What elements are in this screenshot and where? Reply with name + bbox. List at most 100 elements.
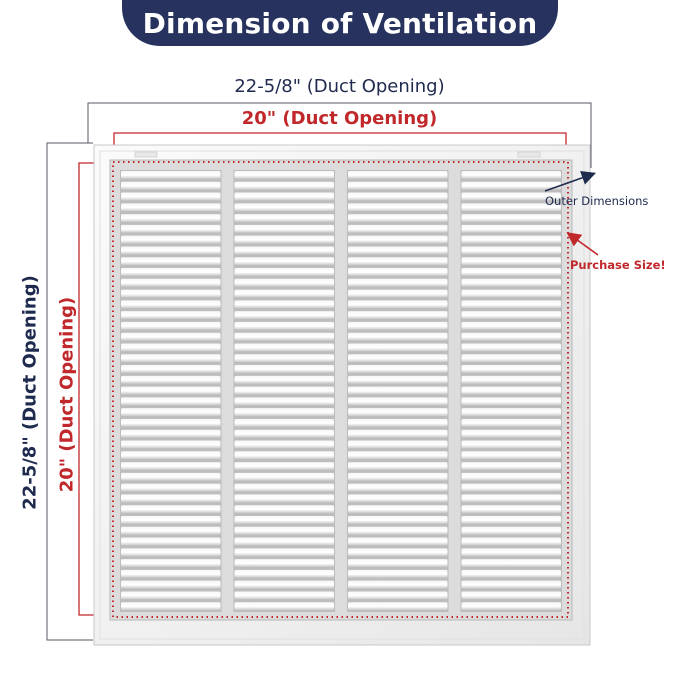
louver-slat: [461, 505, 561, 513]
louver-slat: [348, 365, 448, 373]
louver-slat: [121, 408, 221, 416]
louver-slat: [461, 203, 561, 212]
louver-slat: [461, 365, 561, 373]
louver-slat: [461, 181, 561, 190]
louver-slat: [121, 203, 221, 212]
louver-slat: [121, 332, 221, 341]
louver-slat: [121, 192, 221, 201]
louver-slat: [348, 311, 448, 319]
louver-slat: [461, 559, 561, 567]
louver-slat: [461, 537, 561, 546]
louver-slat: [461, 483, 561, 492]
louver-slat: [234, 483, 334, 492]
louver-slat: [234, 214, 334, 222]
louver-slat: [121, 268, 221, 276]
louver-slat: [121, 235, 221, 244]
louver-slat: [348, 472, 448, 481]
louver-slat: [234, 257, 334, 266]
louver-slat: [461, 472, 561, 481]
louver-slat: [121, 580, 221, 589]
louver-slat: [348, 171, 448, 179]
louver-slat: [461, 602, 561, 610]
louver-slat: [461, 257, 561, 266]
louver-slat: [348, 181, 448, 190]
louver-slat: [121, 505, 221, 513]
louver-slat: [121, 602, 221, 610]
louver-slat: [461, 526, 561, 535]
louver-slat: [348, 257, 448, 266]
louver-slat: [348, 397, 448, 406]
louver-slat: [461, 171, 561, 179]
louver-slat: [461, 354, 561, 363]
louver-slat: [234, 548, 334, 557]
louver-slat: [461, 440, 561, 449]
louver-slat: [461, 494, 561, 503]
louver-slat: [348, 591, 448, 600]
louver-slat: [234, 192, 334, 201]
louver-slat: [348, 483, 448, 492]
louver-slat: [234, 224, 334, 233]
louver-slat: [234, 300, 334, 309]
louver-slat: [461, 268, 561, 276]
louver-slat: [121, 321, 221, 330]
louver-slat: [348, 569, 448, 578]
louver-slat: [121, 559, 221, 567]
louver-slat: [121, 300, 221, 309]
louver-slat: [121, 483, 221, 492]
louver-slat: [234, 569, 334, 578]
louver-slat: [121, 462, 221, 470]
louver-slat: [348, 375, 448, 384]
louver-slat: [348, 462, 448, 470]
inner-width-label: 20" (Duct Opening): [241, 108, 438, 129]
louver-slat: [461, 278, 561, 287]
louver-slat: [234, 365, 334, 373]
page-title: Dimension of Ventilation: [142, 7, 538, 40]
louver-slat: [121, 224, 221, 233]
louver-slat: [348, 386, 448, 395]
louver-slat: [234, 246, 334, 255]
louver-slat: [234, 235, 334, 244]
louver-slat: [234, 494, 334, 503]
purchase-size-arrow: [566, 232, 599, 256]
louver-slat: [234, 311, 334, 319]
louver-slat: [121, 515, 221, 524]
louver-slat: [121, 365, 221, 373]
louver-slat: [121, 397, 221, 406]
louver-slat: [234, 591, 334, 600]
louver-slat: [234, 203, 334, 212]
louver-grid: [120, 170, 562, 612]
louver-slat: [234, 343, 334, 352]
louver-slat: [121, 451, 221, 460]
louver-slat: [234, 526, 334, 535]
louver-slat: [234, 602, 334, 610]
louver-slat: [121, 343, 221, 352]
outer-dimensions-arrow: [544, 170, 597, 192]
louver-slat: [461, 515, 561, 524]
louver-slat: [121, 526, 221, 535]
louver-slat: [121, 289, 221, 298]
outer-height-bracket: [46, 142, 93, 641]
outer-width-bracket: [87, 102, 592, 168]
outer-dimensions-callout: Outer Dimensions: [545, 194, 649, 208]
louver-slat: [121, 214, 221, 222]
louver-slat: [121, 429, 221, 438]
louver-slat: [234, 397, 334, 406]
louver-slat: [461, 429, 561, 438]
louver-slat: [461, 451, 561, 460]
louver-slat: [234, 505, 334, 513]
louver-slat: [234, 451, 334, 460]
louver-slat: [121, 472, 221, 481]
louver-slat: [348, 515, 448, 524]
louver-slat: [234, 537, 334, 546]
louver-slat: [234, 462, 334, 470]
louver-slat: [234, 268, 334, 276]
louver-slat: [461, 300, 561, 309]
louver-slat: [348, 559, 448, 567]
louver-slat: [348, 343, 448, 352]
louver-slat: [348, 246, 448, 255]
louver-slat: [234, 515, 334, 524]
louver-slat: [348, 548, 448, 557]
louver-slat: [348, 278, 448, 287]
louver-slat: [121, 440, 221, 449]
louver-slat: [461, 408, 561, 416]
